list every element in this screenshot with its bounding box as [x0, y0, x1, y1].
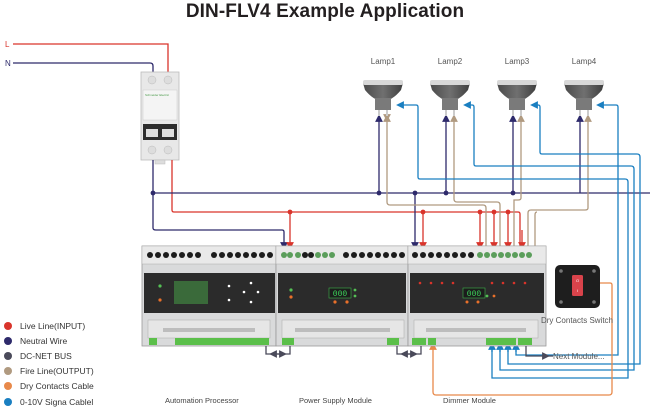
switch-top-mark: O [576, 278, 579, 283]
dry-contacts-switch[interactable]: O I [555, 265, 600, 308]
lamp-label: Lamp4 [572, 57, 597, 66]
switch-label: Dry Contacts Switch [541, 316, 613, 325]
legend-item-bus: DC-NET BUS [4, 348, 94, 363]
next-module-label: Next Module... [553, 352, 605, 361]
diagram-title: DIN-FLV4 Example Application [185, 1, 465, 22]
legend: Live Line(INPUT) Neutral Wire DC-NET BUS… [4, 318, 94, 409]
live-bus-drop [171, 160, 482, 213]
legend-label: 0-10V Signa Cablel [20, 396, 94, 407]
dc-net-bus-links [265, 346, 553, 360]
lamp-4: Lamp4 [564, 57, 604, 116]
dry-dot-icon [4, 382, 12, 391]
neutral-dot-icon [4, 336, 12, 345]
din-modules: 000 000 [141, 245, 547, 347]
circuit-breaker: Schneider Electric [140, 71, 180, 165]
lamp-label: Lamp1 [371, 57, 396, 66]
lamp-label: Lamp2 [438, 57, 463, 66]
automation-processor-label: Automation Processor [165, 396, 239, 405]
legend-label: Neutral Wire [20, 335, 68, 346]
legend-item-signal: 0-10V Signa Cablel [4, 394, 94, 409]
fire-dot-icon [4, 367, 12, 376]
lamp-1: Lamp1 [363, 57, 403, 116]
dimmer-display: 000 [467, 290, 482, 299]
legend-item-dry: Dry Contacts Cable [4, 379, 94, 394]
lamp-fire-wires [383, 114, 592, 246]
neutral-wire-label: N [5, 59, 11, 68]
dry-contacts-cable [429, 282, 613, 396]
lamp-label: Lamp3 [505, 57, 530, 66]
dimmer-module-label: Dimmer Module [443, 396, 496, 405]
lamp-2: Lamp2 [430, 57, 470, 116]
power-supply-label: Power Supply Module [299, 396, 372, 405]
breaker-brand: Schneider Electric [145, 93, 170, 97]
signal-wires [396, 101, 641, 379]
lamp-neutral-wires [375, 114, 584, 196]
legend-label: Fire Line(OUTPUT) [20, 366, 94, 377]
neutral-input-wire [13, 62, 154, 72]
switch-bottom-mark: I [577, 288, 578, 293]
legend-item-fire: Fire Line(OUTPUT) [4, 364, 94, 379]
legend-item-live: Live Line(INPUT) [4, 318, 94, 333]
lamp-3: Lamp3 [497, 57, 537, 116]
live-dot-icon [4, 321, 12, 330]
signal-dot-icon [4, 397, 12, 406]
live-input-wire [13, 43, 169, 72]
bus-dot-icon [4, 351, 12, 360]
legend-label: DC-NET BUS [20, 350, 72, 361]
live-line-label: L [5, 40, 10, 49]
psu-display: 000 [333, 290, 348, 299]
automation-processor-module [141, 245, 277, 347]
live-output-drops [476, 209, 526, 250]
legend-label: Live Line(INPUT) [20, 320, 86, 331]
live-bus-extension [482, 211, 521, 252]
legend-item-neutral: Neutral Wire [4, 333, 94, 348]
dimmer-module: 000 [407, 245, 547, 347]
neutral-to-processor [152, 193, 288, 250]
legend-label: Dry Contacts Cable [20, 381, 94, 392]
power-supply-module: 000 [275, 245, 409, 347]
